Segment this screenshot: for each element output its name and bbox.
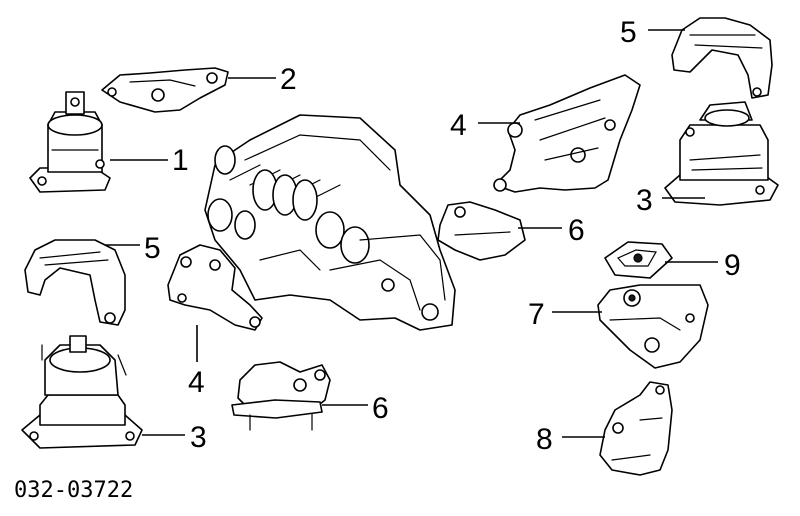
part-1-mount	[29, 91, 111, 193]
part-6-right-bracket	[437, 201, 526, 261]
callout-8: 8	[536, 423, 553, 456]
callout-3b: 3	[190, 421, 207, 454]
callout-5b: 5	[620, 16, 637, 49]
callout-5a: 5	[144, 232, 161, 265]
part-2-bracket	[101, 67, 229, 113]
part-3-right-mount	[664, 101, 779, 206]
part-8-bracket	[599, 381, 673, 476]
part-6-lower-clamp	[231, 361, 331, 431]
part-9-pad	[604, 241, 673, 279]
engine-assembly	[204, 114, 456, 331]
part-7-mount	[597, 284, 709, 369]
callout-9: 9	[724, 249, 741, 282]
callout-7: 7	[528, 298, 545, 331]
part-5-right-stiffener	[671, 17, 773, 99]
callout-4b: 4	[188, 366, 205, 399]
callout-3a: 3	[636, 184, 653, 217]
catalog-number: 032-03722	[14, 478, 133, 503]
part-4-right-bracket	[493, 74, 641, 193]
callout-6b: 6	[372, 392, 389, 425]
callout-4a: 4	[450, 109, 467, 142]
callout-1: 1	[172, 144, 189, 177]
part-5-left-stiffener	[24, 239, 126, 326]
callout-2: 2	[280, 63, 297, 96]
callout-6a: 6	[568, 214, 585, 247]
part-4-left-bracket	[167, 244, 263, 331]
part-3-lower-left-mount	[21, 335, 143, 449]
